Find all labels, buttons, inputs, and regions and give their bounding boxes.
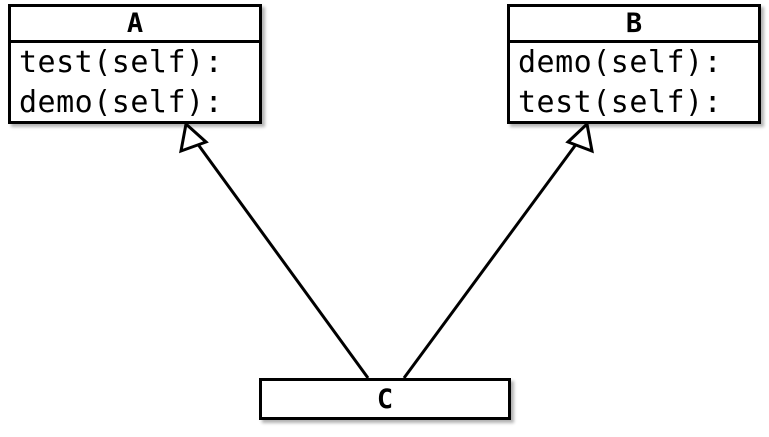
generalization-c-to-b[interactable] bbox=[402, 121, 594, 379]
generalization-line-c-to-b bbox=[402, 142, 579, 379]
class-a-name: A bbox=[126, 8, 144, 39]
class-c-name: C bbox=[376, 383, 394, 415]
generalization-line-c-to-a bbox=[195, 142, 370, 379]
class-b-member-1: test(self): bbox=[518, 85, 723, 120]
class-a-member-1: demo(self): bbox=[19, 85, 224, 120]
class-b-name: B bbox=[625, 8, 643, 39]
hollow-triangle-arrowhead-a bbox=[179, 121, 209, 154]
class-b-member-0: demo(self): bbox=[518, 45, 723, 80]
class-b-members: demo(self): test(self): bbox=[510, 40, 758, 121]
class-a-member-0: test(self): bbox=[19, 45, 224, 80]
generalization-c-to-a[interactable] bbox=[179, 121, 370, 379]
uml-class-b[interactable]: B demo(self): test(self): bbox=[507, 4, 761, 124]
uml-class-c[interactable]: C bbox=[259, 378, 511, 420]
hollow-triangle-arrowhead-b bbox=[565, 121, 594, 154]
class-a-members: test(self): demo(self): bbox=[11, 40, 259, 121]
uml-class-a[interactable]: A test(self): demo(self): bbox=[8, 4, 262, 124]
